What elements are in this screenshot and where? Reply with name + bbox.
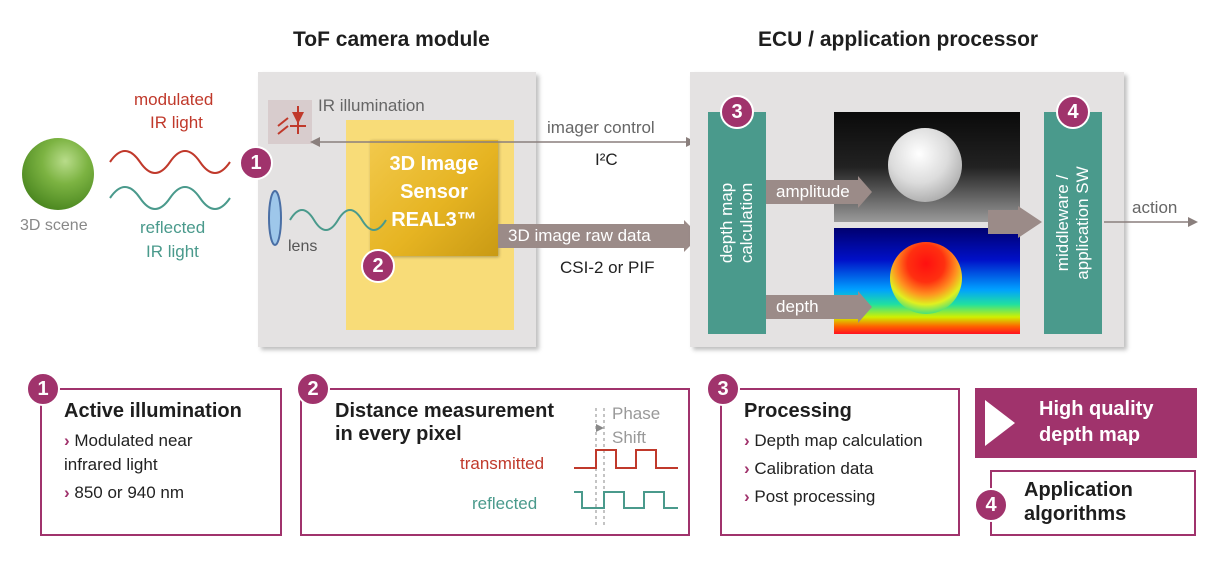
amplitude-arrowhead: [858, 176, 872, 208]
application-line-2: algorithms: [1024, 503, 1127, 525]
reflected-signal-label: reflected: [472, 494, 538, 513]
modulated-label-1: modulated: [134, 90, 214, 109]
middleware-input-arrow: [988, 210, 1018, 234]
middleware-line-2: application SW: [1073, 166, 1092, 280]
i2c-label: I²C: [595, 150, 618, 169]
card-3-item: Post processing: [744, 485, 923, 509]
transmitted-signal: [574, 449, 678, 469]
application-line-1: Application: [1024, 479, 1133, 501]
card-3-item: Calibration data: [744, 457, 923, 481]
sensor-line-3: REAL3™: [391, 209, 477, 231]
reflected-label-1: reflected: [140, 218, 206, 237]
card-1-item: Modulated near: [64, 429, 242, 453]
depth-arrow: depth: [766, 295, 858, 319]
result-line-2: depth map: [1039, 424, 1141, 446]
ecu-title: ECU / application processor: [758, 28, 1039, 51]
sensor-wave: [289, 209, 387, 231]
badge-4-lower: 4: [974, 488, 1008, 522]
depth-map-line-2: calculation: [737, 182, 756, 264]
sensor-line-1: 3D Image: [389, 153, 479, 175]
result-line-1: High quality: [1039, 398, 1154, 420]
play-arrow-icon: [985, 400, 1015, 446]
amplitude-arrow: amplitude: [766, 180, 858, 204]
middleware-block: middleware / application SW: [1044, 112, 1102, 334]
depth-sphere: [890, 242, 962, 314]
action-arrow: [1104, 217, 1198, 227]
lens-icon: [268, 190, 282, 246]
amplitude-label: amplitude: [776, 182, 850, 201]
card-2-title-1: Distance measurement: [335, 400, 554, 422]
depth-image: [834, 228, 1020, 334]
scene-sphere: [22, 138, 94, 210]
phase-shift-diagram: [574, 408, 678, 526]
badge-3-lower: 3: [706, 372, 740, 406]
depth-arrowhead: [858, 291, 872, 323]
tof-module-title: ToF camera module: [293, 28, 490, 51]
badge-1-upper: 1: [239, 146, 273, 180]
badge-3-upper: 3: [720, 95, 754, 129]
modulated-wave: [109, 150, 231, 174]
sensor-line-2: Sensor: [400, 181, 468, 203]
reflected-wave: [109, 186, 231, 210]
reflected-label-2: IR light: [146, 242, 199, 261]
card-processing: Processing Depth map calculation Calibra…: [720, 388, 960, 536]
scene-label: 3D scene: [20, 217, 88, 234]
badge-2-lower: 2: [296, 372, 330, 406]
card-3-title: Processing: [744, 400, 852, 422]
card-3-item: Depth map calculation: [744, 429, 922, 453]
card-distance-measurement: Distance measurement in every pixel Phas…: [300, 388, 690, 536]
card-active-illumination: Active illumination Modulated near infra…: [40, 388, 282, 536]
action-label: action: [1132, 198, 1178, 217]
imager-control-label: imager control: [545, 118, 657, 138]
csi-label: CSI-2 or PIF: [560, 258, 655, 277]
card-2-title-2: in every pixel: [335, 423, 462, 445]
lens-label: lens: [288, 238, 318, 255]
card-1-title: Active illumination: [64, 400, 242, 422]
depth-map-calculation-block: depth map calculation: [708, 112, 766, 334]
raw-data-label: 3D image raw data: [508, 226, 651, 245]
result-box: High quality depth map: [975, 388, 1197, 458]
ir-illumination-label: IR illumination: [318, 96, 425, 115]
middleware-input-arrowhead: [1018, 206, 1042, 238]
card-1-item-cont: infrared light: [64, 455, 158, 474]
badge-1-lower: 1: [26, 372, 60, 406]
amplitude-image: [834, 112, 1020, 222]
ir-waves: [109, 150, 231, 210]
transmitted-label: transmitted: [460, 454, 545, 473]
middleware-line-1: middleware /: [1053, 174, 1072, 272]
badge-2-upper: 2: [361, 249, 395, 283]
phase-label-1: Phase: [612, 404, 661, 423]
depth-map-line-1: depth map: [717, 182, 736, 264]
reflected-signal: [574, 491, 678, 509]
card-application: Application algorithms: [990, 470, 1196, 536]
ir-emitter-icon: [268, 100, 312, 144]
raw-data-arrow: 3D image raw data: [498, 224, 684, 248]
modulated-label-2: IR light: [150, 113, 203, 132]
depth-label: depth: [776, 297, 819, 316]
amplitude-sphere: [888, 128, 962, 202]
image-sensor-chip: 3D Image Sensor REAL3™: [370, 140, 498, 256]
badge-4-upper: 4: [1056, 95, 1090, 129]
card-1-item: 850 or 940 nm: [64, 481, 242, 505]
phase-label-2: Shift: [612, 428, 647, 447]
